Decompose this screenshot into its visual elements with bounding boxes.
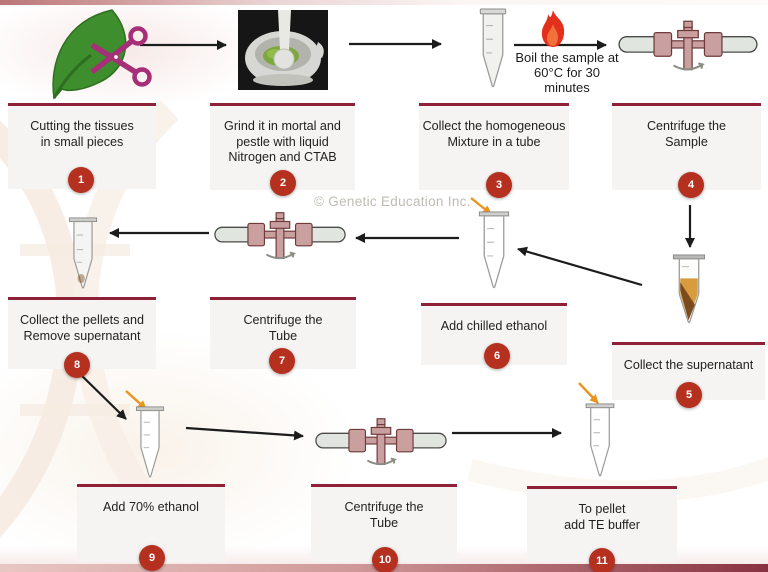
step-label: Collect the supernatant (623, 358, 754, 372)
step-label: Centrifuge the Sample (646, 119, 727, 149)
step-number-badge: 1 (68, 167, 94, 193)
leaf-scissors-icon (36, 5, 158, 105)
top-red-band (0, 0, 768, 5)
ethanol-tube-icon (477, 211, 511, 293)
step-box-5: Collect the supernatant 5 (612, 342, 765, 408)
step-number-badge: 8 (64, 352, 90, 378)
microtube-icon (476, 8, 510, 92)
step-number-badge: 6 (484, 343, 510, 369)
pellet-tube-icon (67, 217, 99, 293)
mortar-pestle-image (238, 10, 328, 90)
step-label: Grind it in mortal and pestle with liqui… (224, 119, 341, 164)
step-label: Centrifuge the Tube (344, 500, 424, 530)
step-label: Add chilled ethanol (440, 319, 548, 333)
step-label: Centrifuge the Tube (243, 313, 323, 343)
step-box-7: Centrifuge the Tube 7 (210, 297, 356, 374)
centrifuge-icon (313, 417, 449, 471)
step-label: To pellet add TE buffer (564, 502, 640, 532)
step-number-badge: 7 (269, 348, 295, 374)
centrifuge-icon (616, 20, 760, 76)
step-number-badge: 11 (589, 548, 615, 572)
step-number-badge: 10 (372, 547, 398, 572)
step-number-badge: 2 (270, 170, 296, 196)
step-box-11: To pellet add TE buffer 11 (527, 486, 677, 572)
step-box-4: Centrifuge the Sample 4 (612, 103, 761, 198)
step-box-8: Collect the pellets and Remove supernata… (8, 297, 156, 378)
te-buffer-tube-icon (584, 403, 616, 481)
step-box-2: Grind it in mortal and pestle with liqui… (210, 103, 355, 196)
copyright-watermark: © Genetic Education Inc. (314, 194, 471, 209)
step-number-badge: 9 (139, 545, 165, 571)
step-box-9: Add 70% ethanol 9 (77, 484, 225, 571)
step-number-badge: 5 (676, 382, 702, 408)
step-box-1: Cutting the tissues in small pieces 1 (8, 103, 156, 193)
step-label: Collect the pellets and Remove supernata… (20, 313, 144, 343)
step-box-6: Add chilled ethanol 6 (421, 303, 567, 369)
ethanol-tube-icon (134, 406, 166, 482)
step-label: Add 70% ethanol (103, 500, 199, 514)
step-label: Collect the homogeneous Mixture in a tub… (422, 119, 566, 149)
step-number-badge: 4 (678, 172, 704, 198)
centrifuge-icon (212, 211, 348, 265)
boil-annotation: Boil the sample at 60°C for 30 minutes (515, 50, 619, 95)
step-number-badge: 3 (486, 172, 512, 198)
fire-icon (537, 10, 569, 48)
step-label: Cutting the tissues in small pieces (30, 119, 134, 149)
step-box-3: Collect the homogeneous Mixture in a tub… (419, 103, 569, 198)
supernatant-tube-icon (671, 253, 707, 327)
step-box-10: Centrifuge the Tube 10 (311, 484, 457, 572)
background-tint (0, 0, 270, 110)
